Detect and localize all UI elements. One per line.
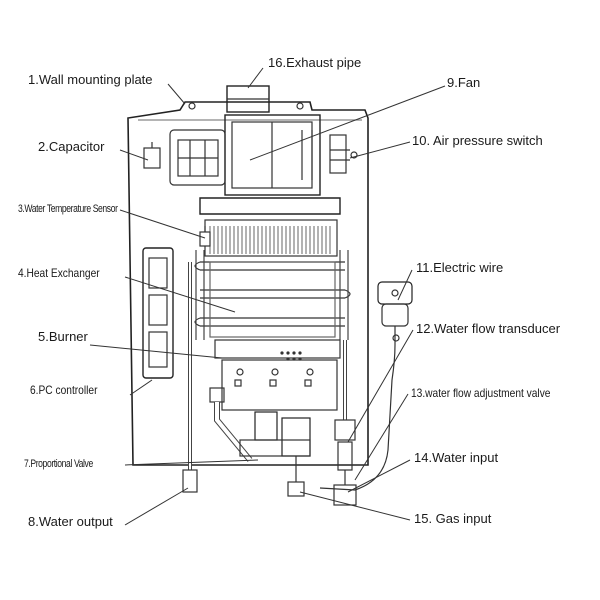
water-temperature-sensor (199, 226, 211, 247)
pc-controller (142, 247, 174, 379)
leader-lines (89, 67, 446, 526)
label-heat-exchanger: 4.Heat Exchanger (18, 266, 100, 280)
wall-mounting-plate (127, 101, 369, 466)
fan-motor (169, 129, 226, 186)
gas-pipe (209, 387, 253, 462)
label-water-output: 8.Water output (28, 514, 113, 529)
label-water-flow-transducer: 12.Water flow transducer (416, 321, 561, 336)
label-water-temperature-sensor: 3.Water Temperature Sensor (18, 203, 118, 215)
capacitor (143, 142, 161, 169)
fan (224, 114, 321, 196)
label-capacitor: 2.Capacitor (38, 139, 105, 154)
burner (214, 339, 341, 411)
label-fan: 9.Fan (447, 75, 481, 90)
label-water-input: 14.Water input (414, 450, 499, 465)
label-electric-wire: 11.Electric wire (416, 260, 504, 275)
label-water-flow-adjustment-valve: 13.water flow adjustment valve (411, 386, 551, 400)
air-pressure-switch (329, 134, 358, 174)
label-gas-input: 15. Gas input (414, 511, 492, 526)
label-exhaust-pipe: 16.Exhaust pipe (268, 55, 362, 70)
label-air-pressure-switch: 10. Air pressure switch (412, 133, 543, 148)
heat-exchanger (194, 197, 351, 340)
proportional-valve (239, 411, 311, 497)
exhaust-pipe (226, 85, 270, 113)
water-output-pipe (182, 262, 198, 493)
electric-wire (319, 281, 413, 491)
label-proportional-valve: 7.Proportional Valve (24, 458, 93, 470)
label-wall-mounting-plate: 1.Wall mounting plate (28, 72, 153, 87)
label-burner: 5.Burner (38, 329, 88, 344)
label-pc-controller: 6.PC controller (30, 383, 98, 397)
